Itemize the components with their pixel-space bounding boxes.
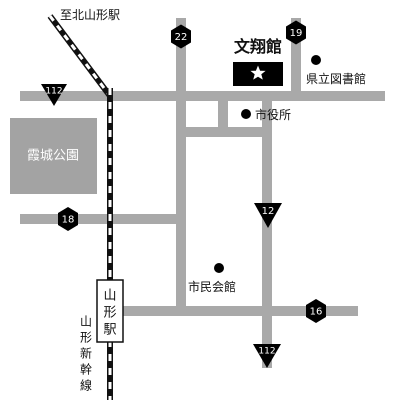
- triangle-shield-icon: [41, 84, 67, 106]
- route-19-shield: 19: [286, 20, 306, 45]
- shinkansen-char-3: 新: [80, 346, 92, 361]
- railway-north-dash: [48, 15, 112, 97]
- route-12-number: 12: [262, 206, 275, 217]
- roads: [20, 18, 385, 368]
- route-16-number: 16: [310, 307, 323, 318]
- route-22-shield: 22: [171, 24, 191, 49]
- hexagon-shield-icon: [286, 20, 306, 45]
- star-icon: [250, 65, 266, 80]
- station-char-2: 形: [103, 306, 116, 321]
- triangle-shield-icon: [254, 203, 282, 228]
- station-box: [96, 279, 124, 343]
- route-18-shield: 18: [58, 207, 78, 231]
- station-char-3: 駅: [103, 323, 116, 338]
- main-facility-label: 文翔館: [234, 37, 282, 56]
- library-label: 県立図書館: [306, 71, 366, 86]
- route-112-south-number: 112: [258, 347, 275, 357]
- railway-north: [47, 14, 113, 98]
- shinkansen-char-2: 形: [80, 331, 92, 345]
- route-18-number: 18: [62, 215, 75, 226]
- route-112-south-shield: 112: [253, 344, 281, 368]
- shinkansen-char-5: 線: [80, 378, 92, 393]
- station-char-1: 山: [103, 289, 116, 304]
- route-19-number: 19: [290, 28, 303, 39]
- route-22-number: 22: [175, 32, 188, 43]
- shinkansen-char-4: 幹: [80, 362, 92, 377]
- route-112-west-shield: 112: [41, 84, 67, 106]
- park-label: 霞城公園: [27, 149, 79, 164]
- route-12-shield: 12: [254, 203, 282, 228]
- hexagon-shield-icon: [171, 24, 191, 49]
- park-block: [10, 118, 97, 194]
- library-dot-icon: [311, 55, 321, 65]
- station-direction-label: 至北山形駅: [60, 8, 120, 22]
- route-16-shield: 16: [306, 299, 326, 323]
- hexagon-shield-icon: [306, 299, 326, 323]
- triangle-shield-icon: [253, 344, 281, 368]
- civic-hall-dot-icon: [214, 263, 224, 273]
- civic-hall-label: 市民会館: [188, 279, 236, 294]
- hexagon-shield-icon: [58, 207, 78, 231]
- shinkansen-char-1: 山: [80, 315, 92, 329]
- city-hall-dot-icon: [241, 109, 251, 119]
- city-hall-label: 市役所: [255, 107, 291, 122]
- route-112-west-number: 112: [45, 87, 62, 97]
